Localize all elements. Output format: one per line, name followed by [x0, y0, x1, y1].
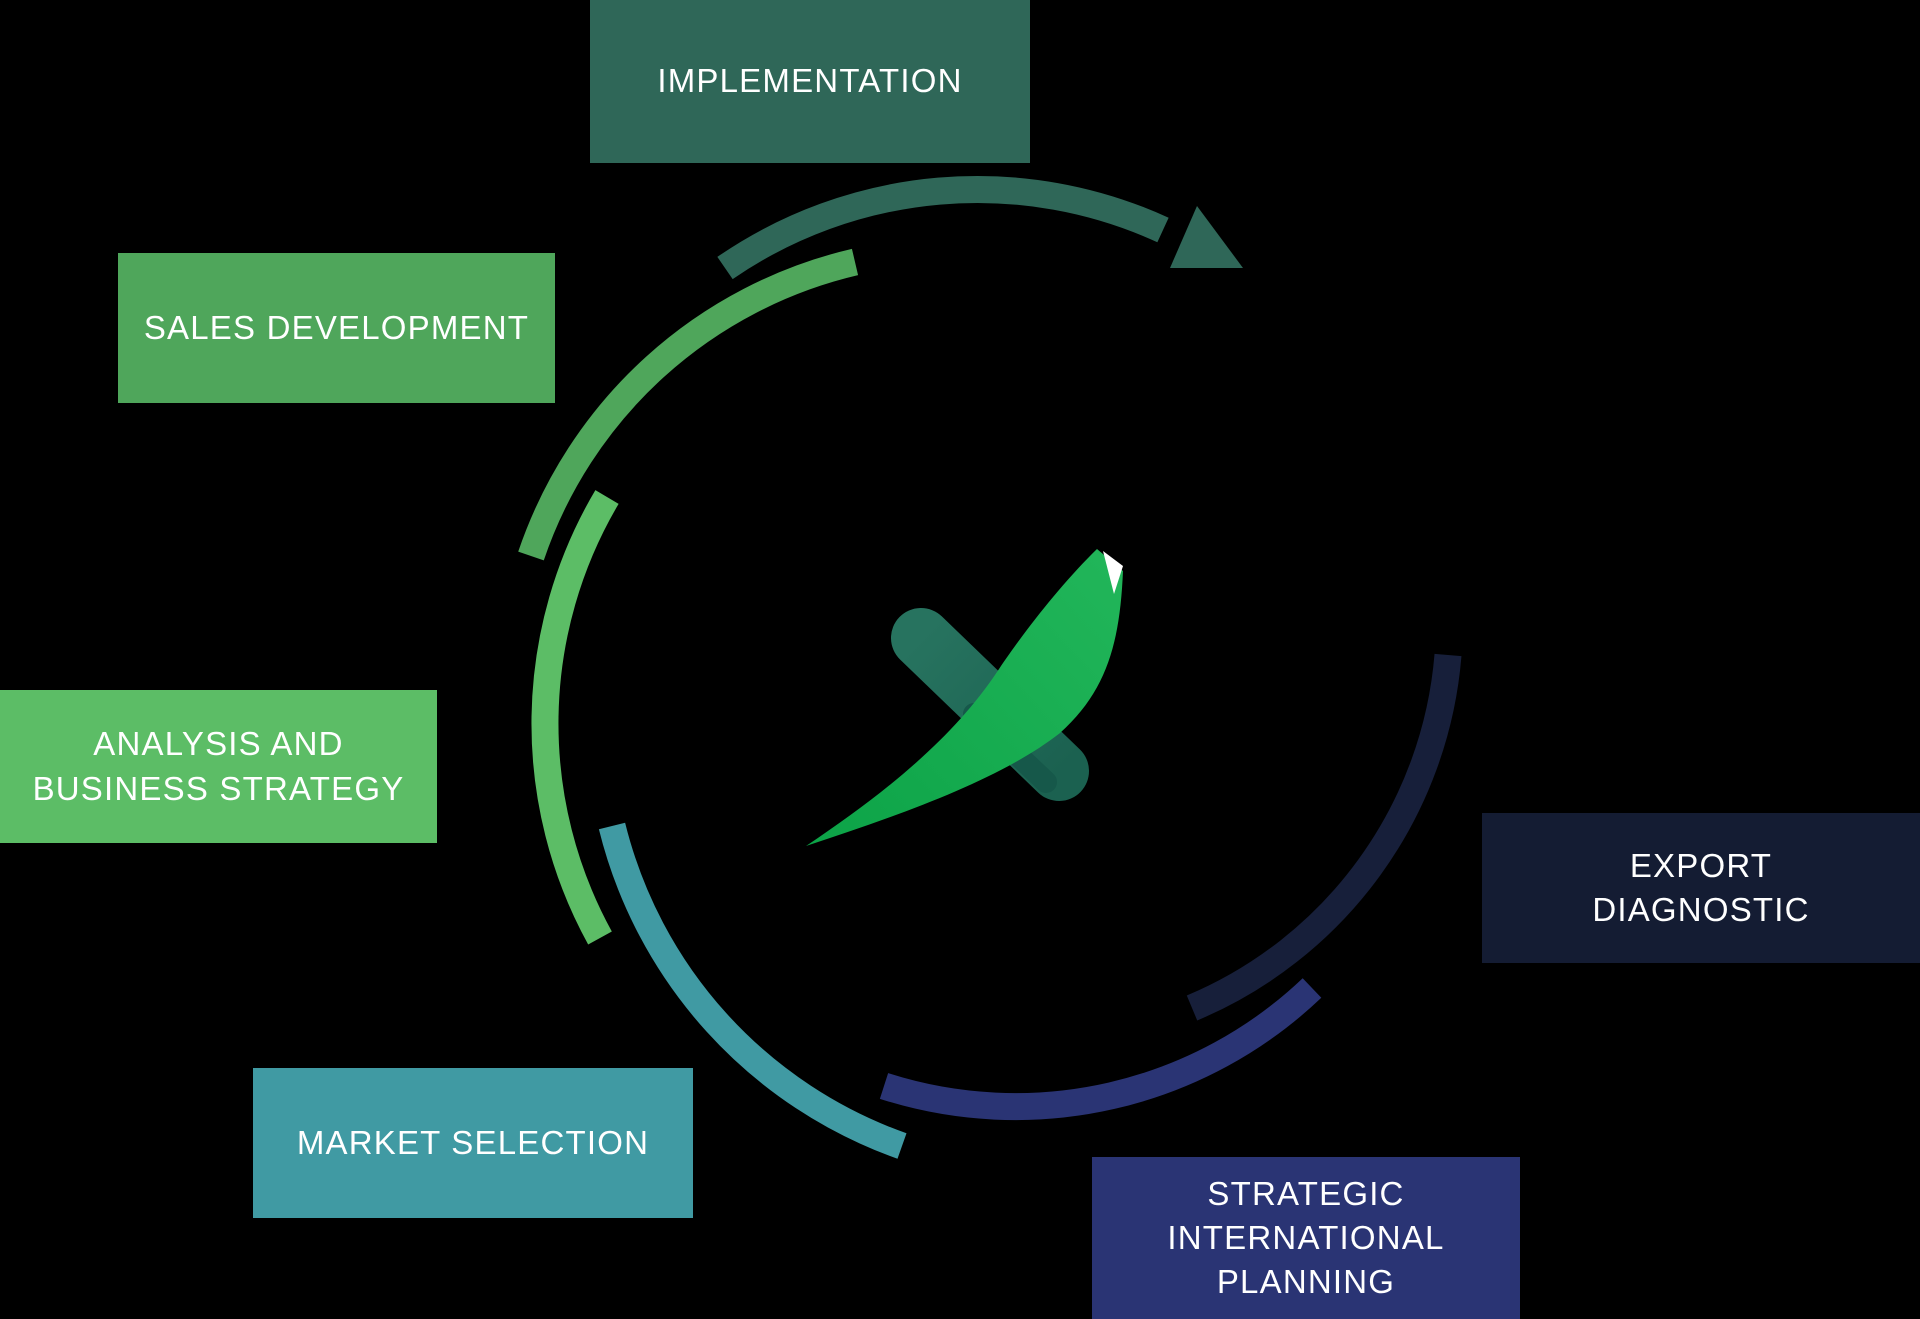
stage-box-implementation: IMPLEMENTATION — [590, 0, 1030, 163]
stage-label-line: DIAGNOSTIC — [1592, 891, 1810, 928]
stage-label-line: IMPLEMENTATION — [657, 62, 963, 100]
arc-implementation — [717, 175, 1169, 280]
arc-export-diagnostic — [1186, 653, 1462, 1021]
stage-box-strategic-international-planning: STRATEGIC INTERNATIONAL PLANNING — [1092, 1157, 1520, 1319]
stage-label-line: EXPORT — [1629, 846, 1773, 884]
x-logo-swoosh — [806, 549, 1123, 846]
brand-x-logo — [806, 549, 1123, 846]
stage-box-sales-development: SALES DEVELOPMENT — [118, 253, 555, 403]
stage-label-line: INTERNATIONAL — [1167, 1218, 1445, 1256]
stage-label-line: BUSINESS STRATEGY — [32, 769, 405, 807]
stage-box-analysis-business-strategy: ANALYSIS AND BUSINESS STRATEGY — [0, 690, 437, 843]
stage-box-market-selection: MARKET SELECTION — [253, 1068, 693, 1218]
stage-label-line: STRATEGIC — [1207, 1174, 1405, 1212]
arc-analysis-business-strategy — [531, 490, 619, 945]
stage-label-line: ANALYSIS AND — [93, 725, 344, 763]
stage-label-line: SALES DEVELOPMENT — [143, 308, 530, 346]
flow-arrow-icon — [1170, 206, 1243, 268]
stage-label-line: MARKET SELECTION — [296, 1123, 650, 1161]
arc-strategic-international-planning — [879, 978, 1322, 1121]
arc-market-selection — [598, 822, 907, 1159]
x-logo-highlight — [1103, 551, 1123, 594]
arc-sales-development — [518, 248, 859, 561]
stage-label-line: PLANNING — [1216, 1263, 1396, 1301]
stage-box-export-diagnostic: EXPORT DIAGNOSTIC — [1482, 813, 1920, 963]
